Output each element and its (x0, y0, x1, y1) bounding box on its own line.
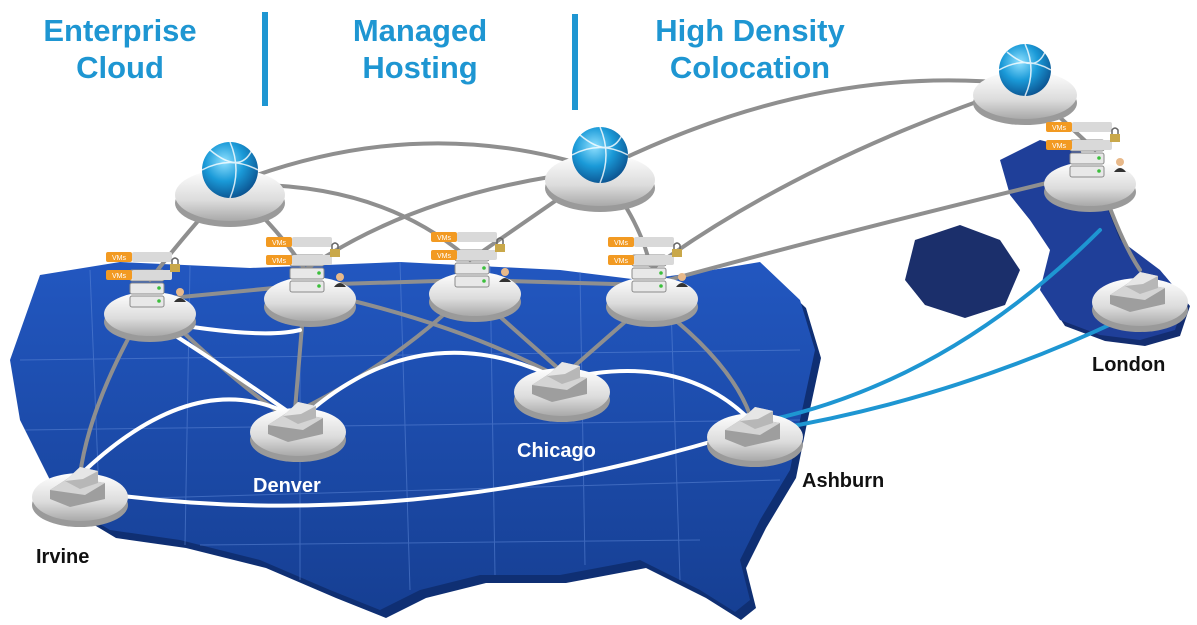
heading-high-density-colocation-line1: High Density (655, 13, 845, 48)
us-map (10, 261, 821, 620)
globe-cloud-icon (202, 142, 258, 198)
vm-badge-icon: VMs (106, 270, 132, 280)
label-irvine: Irvine (36, 546, 90, 568)
heading-enterprise-cloud: Enterprise Cloud (20, 12, 220, 86)
svg-text:VMs: VMs (614, 258, 629, 265)
datacenter-building-icon (532, 362, 587, 402)
cloud-node-west (175, 141, 285, 227)
user-icon (334, 273, 346, 287)
vm-badge-icon: VMs (1046, 140, 1072, 150)
heading-managed-hosting: Managed Hosting (320, 12, 520, 86)
heading-managed-hosting-line2: Hosting (362, 50, 478, 85)
user-icon (676, 273, 688, 287)
heading-high-density-colocation-line2: Colocation (669, 50, 831, 85)
svg-text:VMs: VMs (1052, 125, 1067, 132)
globe-cloud-icon (572, 127, 628, 183)
lock-icon (170, 257, 180, 272)
vm-badge-icon: VMs (106, 252, 132, 262)
user-icon (499, 268, 511, 282)
vm-badge-icon: VMs (431, 232, 457, 242)
vm-badge-icon: VMs (1046, 122, 1072, 132)
heading-high-density-colocation: High Density Colocation (620, 12, 880, 86)
datacenter-ashburn (707, 407, 803, 467)
svg-text:VMs: VMs (437, 253, 452, 260)
lock-icon (495, 237, 505, 252)
heading-enterprise-cloud-line2: Cloud (76, 50, 164, 85)
divider-left (262, 12, 268, 106)
svg-text:VMs: VMs (112, 273, 127, 280)
cloud-node-central (545, 126, 655, 212)
user-icon (1114, 158, 1126, 172)
svg-text:VMs: VMs (272, 258, 287, 265)
vm-badge-icon: VMs (431, 250, 457, 260)
label-ashburn: Ashburn (802, 470, 885, 492)
blue-links (768, 228, 1122, 432)
lock-icon (1110, 127, 1120, 142)
datacenter-london (1092, 272, 1188, 332)
label-chicago: Chicago (517, 440, 596, 462)
svg-text:VMs: VMs (112, 255, 127, 262)
divider-right (572, 14, 578, 110)
heading-enterprise-cloud-line1: Enterprise (43, 13, 197, 48)
svg-text:VMs: VMs (272, 240, 287, 247)
datacenter-irvine (32, 467, 128, 527)
ireland-map (905, 225, 1020, 318)
vm-badge-icon: VMs (266, 255, 292, 265)
globe-cloud-icon (999, 44, 1051, 96)
datacenter-building-icon (725, 407, 780, 447)
heading-managed-hosting-line1: Managed (352, 13, 488, 48)
vm-badge-icon: VMs (608, 255, 634, 265)
vm-badge-icon: VMs (608, 237, 634, 247)
svg-text:VMs: VMs (1052, 143, 1067, 150)
label-denver: Denver (253, 475, 321, 497)
datacenter-denver (250, 402, 346, 462)
lock-icon (672, 242, 682, 257)
cloud-node-europe (973, 43, 1077, 125)
datacenter-building-icon (268, 402, 323, 442)
vm-badge-icon: VMs (266, 237, 292, 247)
lock-icon (330, 242, 340, 257)
user-icon (174, 288, 186, 302)
svg-text:VMs: VMs (437, 235, 452, 242)
label-london: London (1092, 354, 1166, 376)
datacenter-chicago (514, 362, 610, 422)
svg-text:VMs: VMs (614, 240, 629, 247)
datacenter-building-icon (1110, 272, 1165, 312)
datacenter-building-icon (50, 467, 105, 507)
